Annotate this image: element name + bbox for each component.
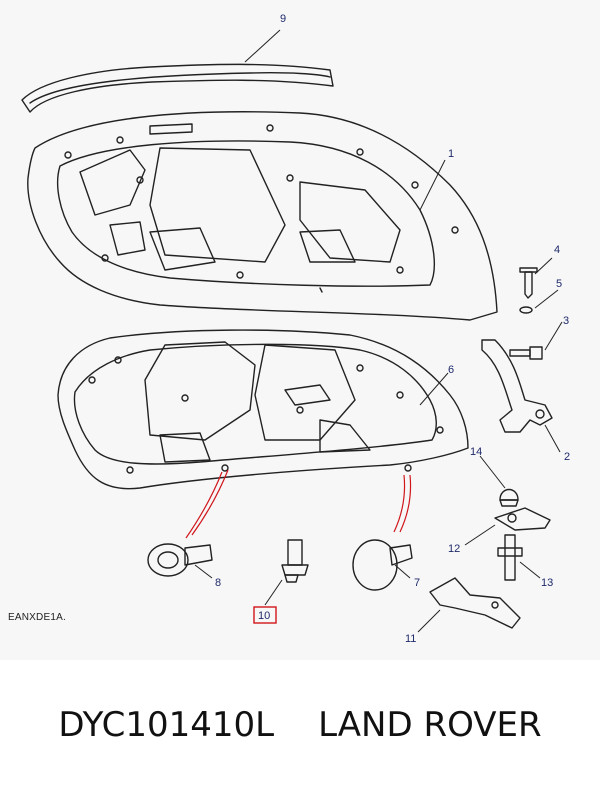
callout-10: 10 xyxy=(258,610,270,622)
parts-diagram: 9 1 4 5 3 6 2 14 12 13 8 7 10 11 EANXDE1… xyxy=(8,13,571,645)
callout-5: 5 xyxy=(556,278,562,290)
washer-5 xyxy=(519,306,533,314)
cap-nut xyxy=(499,488,519,507)
callout-8: 8 xyxy=(215,577,221,589)
bracket-plate-12 xyxy=(494,507,551,531)
callout-2: 2 xyxy=(564,451,570,463)
product-caption: DYC101410L LAND ROVER xyxy=(0,700,600,750)
bonnet-hinge xyxy=(481,339,553,433)
push-rivet-7 xyxy=(352,539,413,591)
retainer-clip-10 xyxy=(281,539,309,583)
callout-11: 11 xyxy=(405,633,416,645)
diagram-reference-code: EANXDE1A. xyxy=(8,612,66,623)
bracket-11 xyxy=(429,577,521,629)
callout-1: 1 xyxy=(448,148,454,160)
push-clip-8 xyxy=(147,543,213,577)
callout-7: 7 xyxy=(414,577,420,589)
screw-4 xyxy=(519,267,538,299)
part-number: DYC101410L xyxy=(58,705,275,745)
fitment-leaders xyxy=(185,469,412,539)
highlight-box xyxy=(253,606,277,624)
insulation-pad xyxy=(57,329,469,490)
callout-4: 4 xyxy=(554,244,560,256)
callout-14: 14 xyxy=(470,446,482,458)
seal-strip xyxy=(21,63,334,113)
callout-3: 3 xyxy=(563,315,569,327)
leader-lines xyxy=(194,29,563,633)
callout-13: 13 xyxy=(541,577,553,589)
callout-labels: 9 1 4 5 3 6 2 14 12 13 8 7 10 11 xyxy=(215,13,570,645)
callout-6: 6 xyxy=(448,364,454,376)
brand-name: LAND ROVER xyxy=(318,705,542,745)
hinge-bolt xyxy=(509,346,543,360)
bonnet-panel xyxy=(27,111,498,321)
stud-13 xyxy=(497,534,523,581)
callout-12: 12 xyxy=(448,543,460,555)
callout-9: 9 xyxy=(280,13,286,25)
